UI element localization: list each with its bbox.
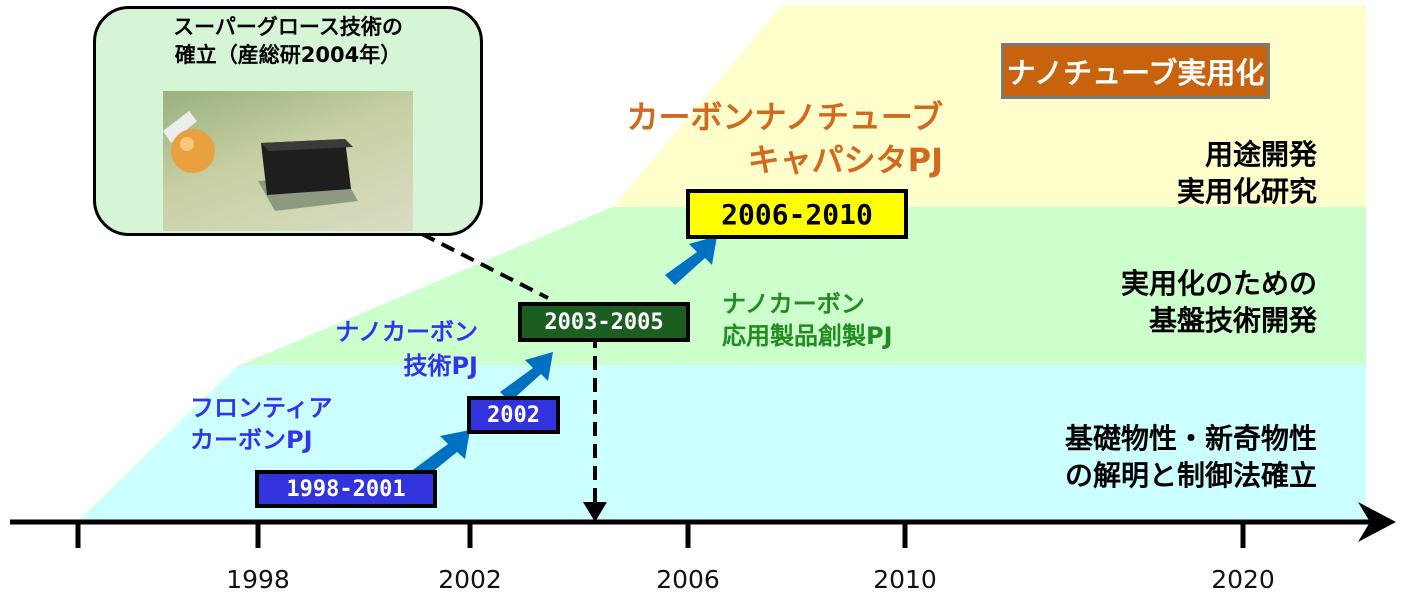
bottom-stage-line1: 基礎物性・新奇物性 bbox=[1064, 422, 1317, 455]
super-growth-callout: スーパーグロース技術の 確立（産総研2004年） bbox=[93, 6, 483, 236]
year-label-2002: 2002 bbox=[438, 565, 502, 594]
project-cnt-capacitor-label: カーボンナノチューブ キャパシタPJ bbox=[560, 96, 943, 182]
cnt-sample-photo bbox=[163, 91, 413, 231]
year-label-2006: 2006 bbox=[656, 565, 720, 594]
project-nanocarbon-app-label: ナノカーボン 応用製品創製PJ bbox=[722, 288, 893, 353]
timeline-ticks bbox=[75, 522, 1246, 548]
project-capacitor-line1: カーボンナノチューブ bbox=[626, 98, 943, 136]
mid-stage-line2: 基盤技術開発 bbox=[1148, 303, 1317, 337]
project-frontier-carbon-label: フロンティア カーボンPJ bbox=[190, 392, 333, 457]
period-box-2002: 2002 bbox=[467, 396, 560, 434]
project-capacitor-line2: キャパシタPJ bbox=[747, 141, 943, 180]
timeline-arrowhead bbox=[1358, 502, 1396, 542]
top-stage-label: 用途開発 実用化研究 bbox=[1040, 137, 1317, 211]
period-box-1998-2001: 1998-2001 bbox=[255, 470, 437, 508]
project-frontier-line2: カーボンPJ bbox=[190, 426, 313, 455]
nanotube-practical-use-tag: ナノチューブ実用化 bbox=[1001, 43, 1270, 99]
bottom-stage-line2: の解明と制御法確立 bbox=[1064, 458, 1317, 492]
mid-stage-line1: 実用化のための bbox=[1120, 267, 1317, 300]
project-nanocarbon-tech-label: ナノカーボン 技術PJ bbox=[300, 316, 478, 383]
period-box-2006-2010: 2006-2010 bbox=[686, 189, 908, 239]
year-label-1998: 1998 bbox=[226, 565, 290, 594]
year-label-2020: 2020 bbox=[1211, 565, 1275, 594]
year-2004-arrowhead bbox=[583, 502, 607, 522]
project-nanocarbon-app-line2: 応用製品創製PJ bbox=[722, 322, 893, 351]
project-nanocarbon-tech-line1: ナノカーボン bbox=[335, 318, 478, 346]
year-label-2010: 2010 bbox=[873, 565, 937, 594]
callout-title: スーパーグロース技術の 確立（産総研2004年） bbox=[96, 13, 480, 70]
project-frontier-line1: フロンティア bbox=[190, 394, 333, 422]
callout-title-line2: 確立（産総研2004年） bbox=[174, 43, 402, 68]
project-nanocarbon-tech-line2: 技術PJ bbox=[403, 351, 478, 380]
top-stage-line2: 実用化研究 bbox=[1176, 174, 1317, 208]
top-stage-line1: 用途開発 bbox=[1204, 138, 1317, 171]
callout-connector bbox=[421, 232, 549, 300]
callout-title-line1: スーパーグロース技術の bbox=[173, 15, 403, 39]
progress-arrow bbox=[410, 236, 717, 482]
project-nanocarbon-app-line1: ナノカーボン bbox=[722, 290, 865, 318]
bottom-stage-label: 基礎物性・新奇物性 の解明と制御法確立 bbox=[960, 421, 1317, 495]
period-box-2003-2005: 2003-2005 bbox=[518, 302, 690, 342]
mid-stage-label: 実用化のための 基盤技術開発 bbox=[1000, 266, 1317, 340]
